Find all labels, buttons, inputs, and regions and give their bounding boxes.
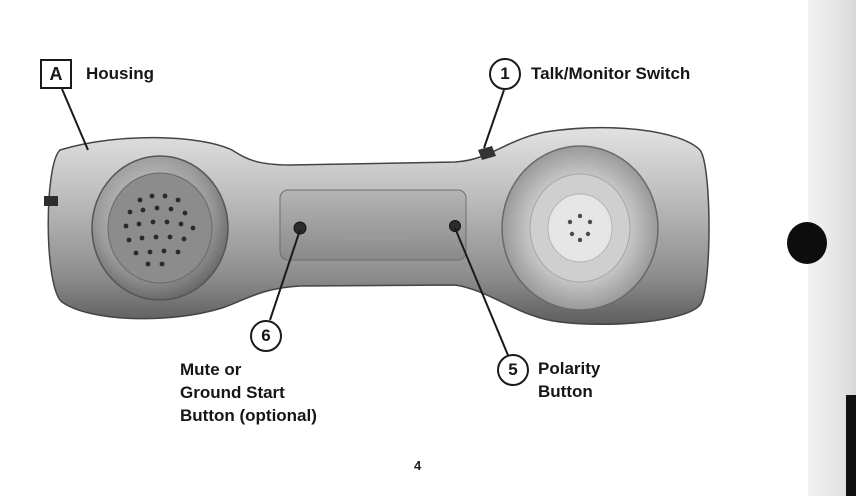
- housing-marker: A: [40, 59, 72, 89]
- nameplate-location: Chatsworth, California: [318, 221, 432, 230]
- talk-monitor-label: Talk/Monitor Switch: [531, 64, 690, 84]
- housing-label: Housing: [86, 64, 154, 84]
- polarity-label-line2: Button: [538, 382, 593, 402]
- mute-label-line3: Button (optional): [180, 406, 317, 426]
- nameplate-brand: DRACON TS21: [320, 202, 430, 219]
- polarity-marker: 5: [497, 354, 529, 386]
- nameplate-patent: PATENT APPLIED FOR: [322, 236, 432, 242]
- talk-monitor-marker: 1: [489, 58, 521, 90]
- page-number: 4: [414, 458, 421, 473]
- polarity-label-line1: Polarity: [538, 359, 600, 379]
- mute-label-line2: Ground Start: [180, 383, 285, 403]
- mute-marker: 6: [250, 320, 282, 352]
- mute-label-line1: Mute or: [180, 360, 241, 380]
